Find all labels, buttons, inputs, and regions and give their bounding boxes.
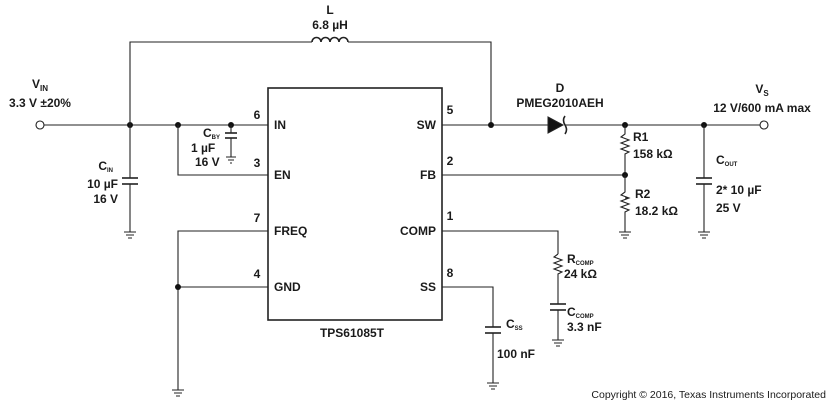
pin-ss-number: 8 <box>447 266 454 280</box>
pin-comp-number: 1 <box>447 209 454 223</box>
diode-symbol <box>547 116 565 134</box>
diode-part: PMEG2010AEH <box>516 96 603 110</box>
pin-sw-label: SW <box>417 118 437 132</box>
cby-value2: 16 V <box>195 155 220 169</box>
sw-junction <box>488 122 494 128</box>
ic-ground <box>172 389 184 397</box>
r2-ref: R2 <box>635 187 651 201</box>
pin-gnd-number: 4 <box>254 267 261 281</box>
vin-terminal <box>35 120 45 130</box>
r1-value: 158 kΩ <box>633 147 673 161</box>
ccomp-label: CCOMP <box>567 305 594 320</box>
r1-resistor <box>619 125 631 175</box>
cby-ground <box>226 156 236 164</box>
diode-ref: D <box>556 81 565 95</box>
cin-value1: 10 µF <box>87 177 118 191</box>
copyright-notice: Copyright © 2016, Texas Instruments Inco… <box>591 389 826 401</box>
pin-freq-label: FREQ <box>274 224 307 238</box>
pin-en-number: 3 <box>254 156 261 170</box>
cby-value1: 1 µF <box>191 141 215 155</box>
ic-body <box>267 87 443 321</box>
cout-label: COUT <box>716 153 738 168</box>
cout-value1: 2* 10 µF <box>716 183 762 197</box>
rcomp-resistor <box>552 253 564 304</box>
inductor-left-wire <box>129 41 312 125</box>
pin-fb-number: 2 <box>447 154 454 168</box>
inductor-coil <box>311 36 349 43</box>
pin-comp-label: COMP <box>400 224 436 238</box>
rcomp-label: RCOMP <box>567 252 594 267</box>
css-value: 100 nF <box>497 347 535 361</box>
comp-wire <box>442 230 559 254</box>
ccomp-value: 3.3 nF <box>567 320 602 334</box>
pin-in-label: IN <box>274 118 286 132</box>
ic-name: TPS61085T <box>320 326 385 340</box>
vout-terminal <box>759 120 769 130</box>
cout-value2: 25 V <box>716 201 741 215</box>
gnd-junction <box>175 284 181 290</box>
pin-gnd-label: GND <box>274 280 301 294</box>
ccomp-ground <box>552 339 564 347</box>
pin-fb-label: FB <box>420 168 436 182</box>
cin-value2: 16 V <box>93 192 118 206</box>
r2-ground <box>619 231 631 239</box>
pin-freq-number: 7 <box>254 211 261 225</box>
cout-ground <box>698 231 710 239</box>
cin-ground <box>124 231 136 239</box>
pin-ss-label: SS <box>420 280 436 294</box>
ss-wire <box>442 286 494 327</box>
cin-label: CIN <box>98 159 113 174</box>
r2-resistor <box>619 175 631 232</box>
pin-in-number: 6 <box>254 108 261 122</box>
r2-value: 18.2 kΩ <box>635 204 678 218</box>
vin-label: VIN <box>32 77 48 93</box>
css-label: CSS <box>506 317 523 332</box>
css-ground <box>487 382 499 390</box>
vout-label: VS <box>755 82 769 98</box>
inductor-right-wire <box>348 41 492 125</box>
freq-wire <box>177 230 268 390</box>
vout-value: 12 V/600 mA max <box>713 101 811 115</box>
inductor-value: 6.8 µH <box>312 18 348 32</box>
r1-ref: R1 <box>633 130 649 144</box>
cby-label: CBY <box>203 126 220 141</box>
en-wire <box>177 125 268 176</box>
inductor-ref: L <box>326 3 333 17</box>
vin-value: 3.3 V ±20% <box>9 96 71 110</box>
pin-en-label: EN <box>274 168 291 182</box>
rcomp-value: 24 kΩ <box>564 267 597 281</box>
pin-sw-number: 5 <box>447 103 454 117</box>
